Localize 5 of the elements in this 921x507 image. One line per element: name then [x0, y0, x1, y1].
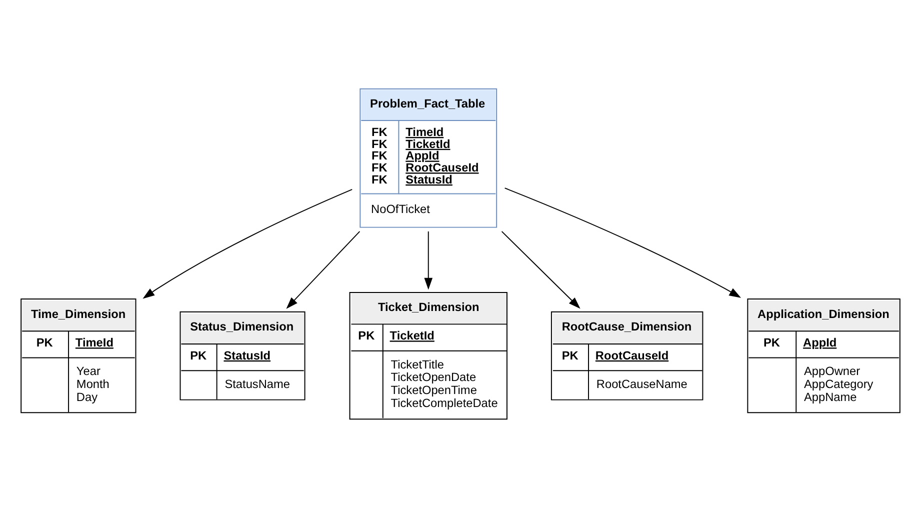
arrow	[142, 188, 353, 298]
arrow	[504, 187, 742, 298]
arrow	[286, 230, 360, 308]
arrow	[501, 230, 580, 308]
arrow	[424, 230, 433, 290]
